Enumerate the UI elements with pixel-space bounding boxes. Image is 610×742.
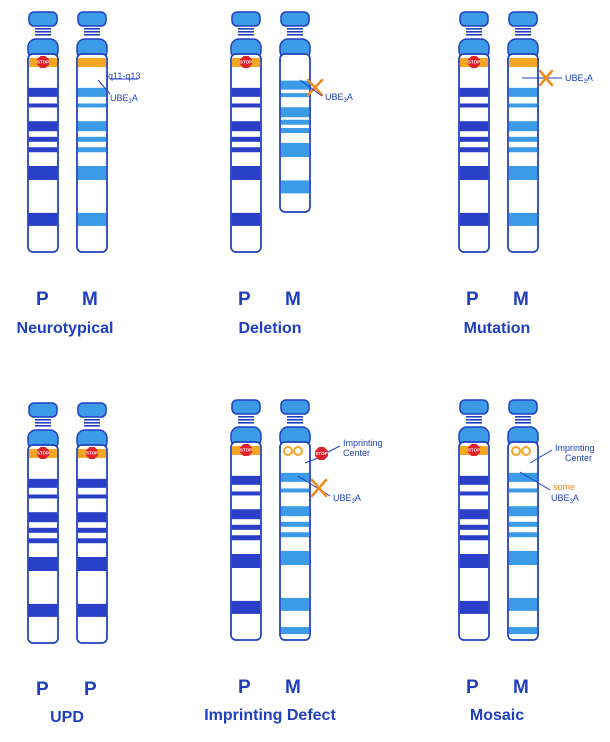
connector-line [299,79,323,97]
cross-x-icon [310,478,328,498]
svg-text:STOP: STOP [468,448,480,453]
paternal-chromosome: STOP [458,399,490,641]
paternal-chromosome: STOP [27,11,59,253]
paternal-chromosome: STOP [458,11,490,253]
maternal-chromosome [279,399,311,641]
panel-title: Imprinting Defect [204,707,336,724]
ube3a-label: UBE3A [333,493,361,505]
panel-title: Mosaic [470,707,524,724]
imprinting-circle-icon [521,446,531,456]
stop-sign-icon: STOP [240,443,252,457]
center-label: Center [565,453,592,463]
svg-text:STOP: STOP [37,451,49,456]
stop-sign-icon: STOP [468,55,480,69]
connector-line [529,449,553,464]
stop-sign-icon: STOP [37,55,49,69]
connector-line [327,445,341,453]
maternal-chromosome [279,11,311,213]
stop-sign-icon: STOP [468,443,480,457]
stop-sign-icon: STOP [86,446,98,460]
panel-mosaic: Imprinting Center some UBE3A P M Mosaic [466,443,595,724]
right-parent-label: M [285,289,301,310]
paternal-chromosome-2: STOP [76,402,108,644]
q11-q13-label: q11-q13 [108,71,140,81]
chromosomes-layer: STOP STOP STOP STOP STOP STOP STOP [27,11,539,644]
connector-line [519,471,551,491]
stop-sign-icon: STOP [315,447,328,460]
ube3a-label: UBE3A [565,73,593,85]
imprinting-circle-icon [511,446,521,456]
panel-upd: P P UPD [36,679,97,726]
right-parent-label: M [285,677,301,698]
panel-title: UPD [50,709,84,726]
connector-line [97,79,111,95]
cross-x-icon [306,78,324,97]
connector-line [304,457,319,464]
svg-text:STOP: STOP [315,451,327,456]
imprinting-circle-icon [283,446,293,456]
panel-title: Neurotypical [17,320,114,337]
imprinting-label: Imprinting [555,443,595,453]
svg-text:STOP: STOP [86,451,98,456]
svg-text:STOP: STOP [240,448,252,453]
svg-text:STOP: STOP [240,60,252,65]
imprinting-label: Imprinting [343,438,383,448]
some-label: some [553,482,575,492]
svg-text:STOP: STOP [468,60,480,65]
center-label: Center [343,448,370,458]
maternal-chromosome [507,11,539,253]
panel-title: Deletion [238,320,301,337]
panel-deletion: UBE3A P M Deletion [238,78,353,337]
left-parent-label: P [238,289,251,310]
stop-sign-icon: STOP [240,55,252,69]
left-parent-label: P [36,679,49,700]
paternal-chromosome: STOP [27,402,59,644]
left-parent-label: P [466,677,479,698]
right-parent-label: M [513,289,529,310]
right-parent-label: M [82,289,98,310]
imprinting-circle-icon [293,446,303,456]
right-parent-label: P [84,679,97,700]
panel-mutation: UBE3A P M Mutation [464,69,593,337]
ube3a-label: UBE3A [551,493,579,505]
ube3a-label: UBE3A [325,92,353,104]
panel-imprinting-defect: STOP Imprinting Center UBE3A P M Imprint… [204,438,382,724]
svg-text:STOP: STOP [37,60,49,65]
ube3a-label: UBE3A [110,93,138,105]
left-parent-label: P [36,289,49,310]
right-parent-label: M [513,677,529,698]
cross-x-icon [538,69,554,87]
panel-title: Mutation [464,320,531,337]
left-parent-label: P [238,677,251,698]
maternal-chromosome [507,399,539,641]
paternal-chromosome: STOP [230,399,262,641]
paternal-chromosome: STOP [230,11,262,253]
panel-neurotypical: q11-q13 UBE3A P M Neurotypical [17,71,141,337]
maternal-chromosome [76,11,108,253]
stop-sign-icon: STOP [37,446,49,460]
left-parent-label: P [466,289,479,310]
